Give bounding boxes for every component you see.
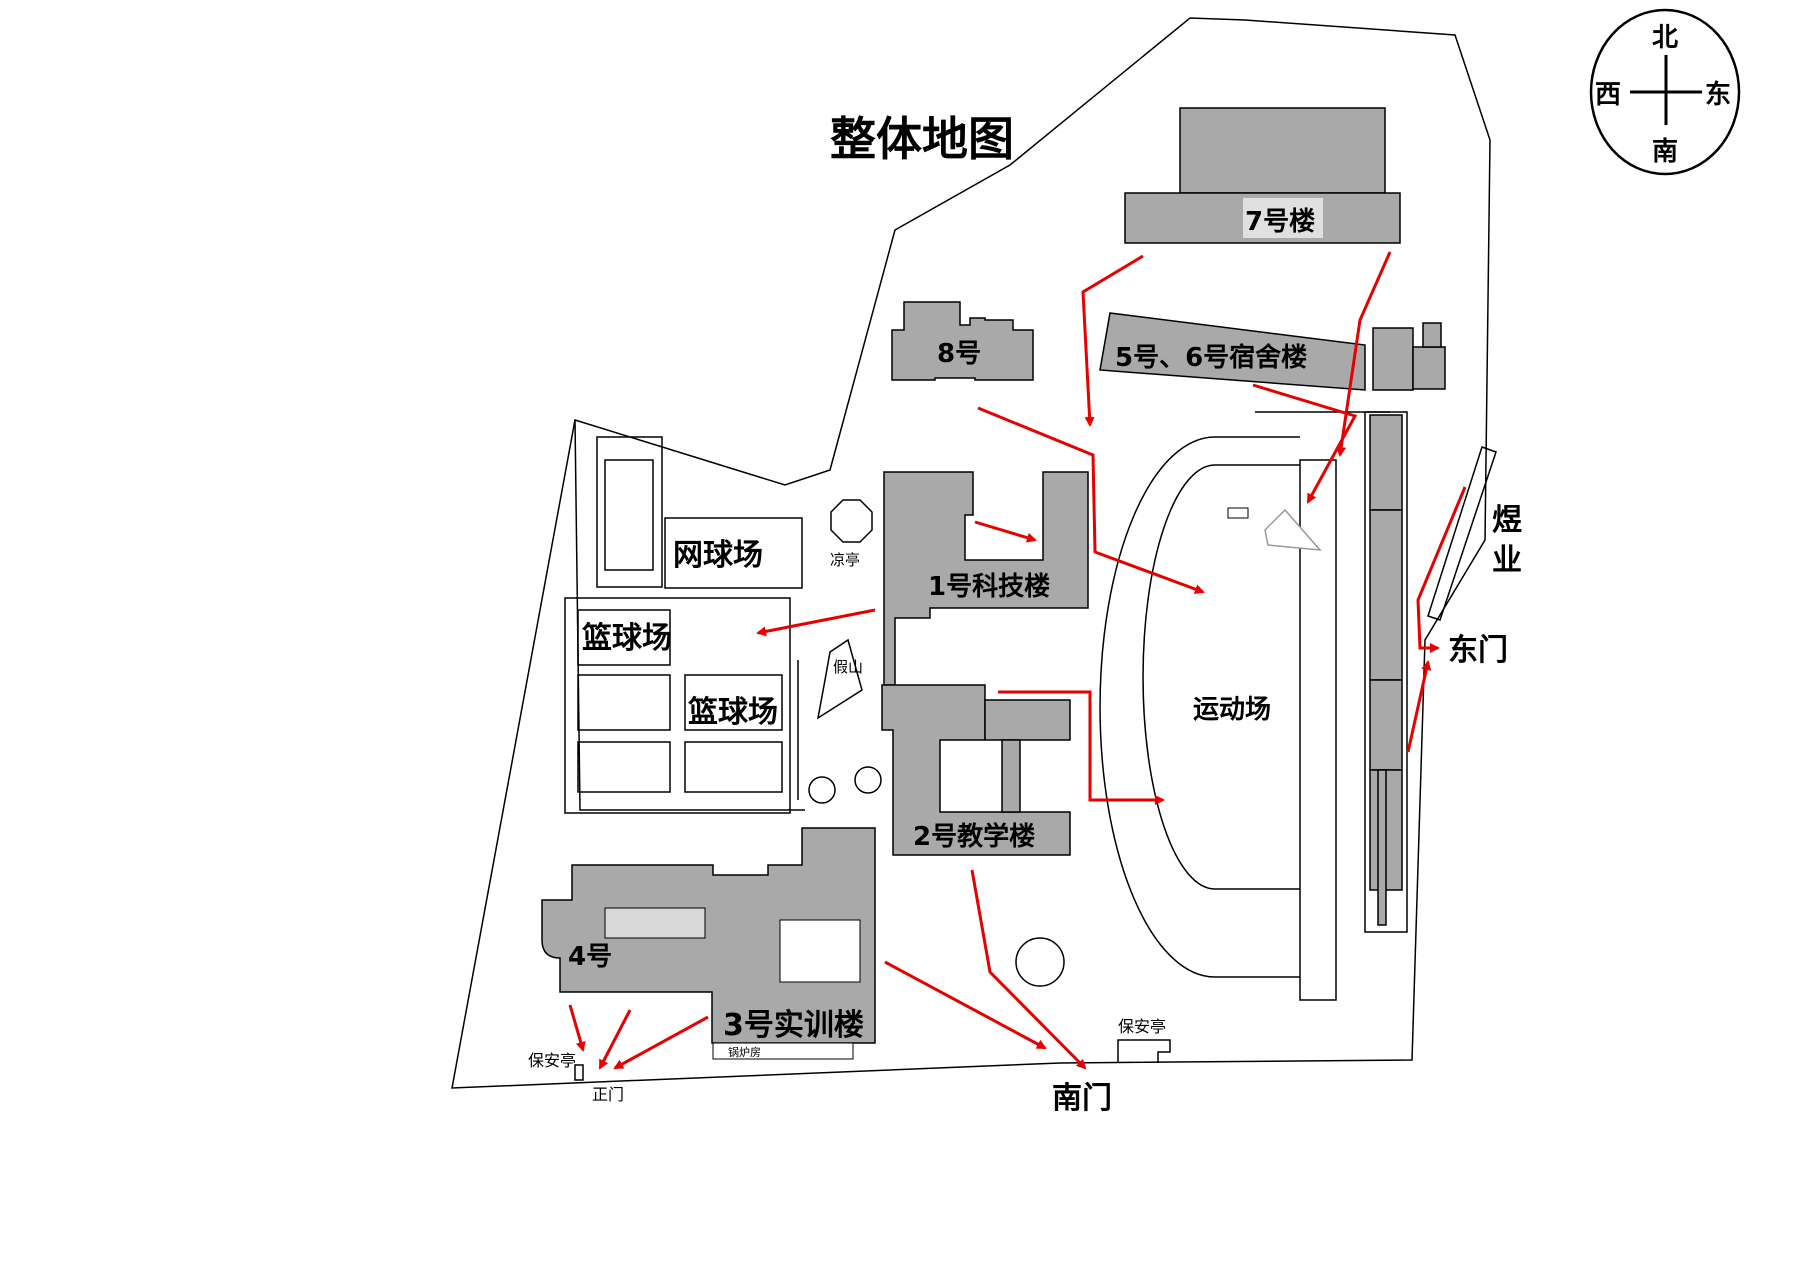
building-5-6-label: 5号、6号宿舍楼 <box>1115 342 1307 373</box>
building-2-teaching[interactable]: 2号教学楼 <box>881 684 1071 856</box>
south-gate-label[interactable]: 南门 <box>1052 1081 1112 1116</box>
guard-booth-west-label: 保安亭 <box>528 1051 576 1070</box>
tennis-court[interactable]: 网球场 <box>596 436 803 589</box>
main-gate-label[interactable]: 正门 <box>592 1085 624 1104</box>
route-arrow <box>613 1015 709 1070</box>
guard-booth-south-label: 保安亭 <box>1118 1017 1166 1036</box>
route-arrow <box>568 1004 586 1052</box>
basketball-court-2-label: 篮球场 <box>688 695 778 730</box>
compass-east: 东 <box>1705 79 1731 110</box>
tree-circle <box>1015 937 1065 987</box>
rockery[interactable]: 假山 <box>816 638 863 720</box>
route-arrow <box>598 1009 632 1070</box>
route-arrow <box>1081 254 1144 427</box>
route-arrow <box>970 869 1087 1070</box>
building-8-label: 8号 <box>937 339 981 369</box>
pavilion-label: 凉亭 <box>830 551 860 569</box>
east-stands[interactable] <box>1364 411 1408 933</box>
tennis-court-label: 网球场 <box>673 538 763 573</box>
guard-booth-south[interactable]: 保安亭 <box>1117 1017 1171 1063</box>
neighbor-label-1: 煜 <box>1492 503 1522 538</box>
tree-circle <box>854 766 882 794</box>
building-1-tech[interactable]: 1号科技楼 <box>883 471 1089 686</box>
route-arrow <box>1416 486 1467 653</box>
route-arrow <box>998 690 1165 805</box>
building-1-label: 1号科技楼 <box>928 572 1050 602</box>
east-gate-label[interactable]: 东门 <box>1448 633 1508 668</box>
route-arrow <box>977 406 1205 594</box>
map-title: 整体地图 <box>830 112 1014 166</box>
basketball-courts[interactable]: 篮球场 篮球场 <box>564 597 791 814</box>
boiler-room-label: 锅炉房 <box>728 1046 761 1059</box>
sports-field-label: 运动场 <box>1193 695 1271 725</box>
building-7-label: 7号楼 <box>1245 207 1315 237</box>
tree-circle <box>808 776 836 804</box>
route-arrow <box>1406 660 1432 753</box>
building-3-label: 3号实训楼 <box>723 1008 864 1043</box>
building-2-label: 2号教学楼 <box>913 821 1035 852</box>
compass-north: 北 <box>1652 23 1678 53</box>
route-arrow <box>974 520 1037 543</box>
building-5-6-dorms[interactable]: 5号、6号宿舍楼 <box>1099 312 1446 391</box>
compass-rose: 北 南 西 东 <box>1589 8 1741 176</box>
building-3-4-complex[interactable]: 4号 3号实训楼 锅炉房 <box>541 827 876 1060</box>
building-4-label: 4号 <box>568 942 612 972</box>
building-7[interactable]: 7号楼 <box>1124 107 1401 244</box>
pavilion[interactable]: 凉亭 <box>830 499 873 569</box>
court-enclosure <box>574 419 805 811</box>
compass-west: 西 <box>1595 80 1621 110</box>
compass-south: 南 <box>1652 137 1678 167</box>
evacuation-routes <box>568 251 1467 1070</box>
guard-booth-west[interactable]: 保安亭 <box>528 1051 584 1081</box>
route-arrow <box>884 960 1047 1050</box>
campus-boundary <box>451 17 1491 1089</box>
building-8[interactable]: 8号 <box>891 301 1034 381</box>
neighbor-property: 煜 业 <box>1427 446 1522 621</box>
route-arrow <box>1252 383 1358 504</box>
boiler-room[interactable] <box>712 1042 854 1060</box>
rockery-label: 假山 <box>833 658 863 676</box>
basketball-court-1-label: 篮球场 <box>582 621 672 656</box>
sports-field[interactable]: 运动场 <box>1099 411 1390 1001</box>
route-arrow <box>756 608 876 637</box>
neighbor-label-2: 业 <box>1492 543 1522 578</box>
route-arrow <box>1336 251 1392 457</box>
